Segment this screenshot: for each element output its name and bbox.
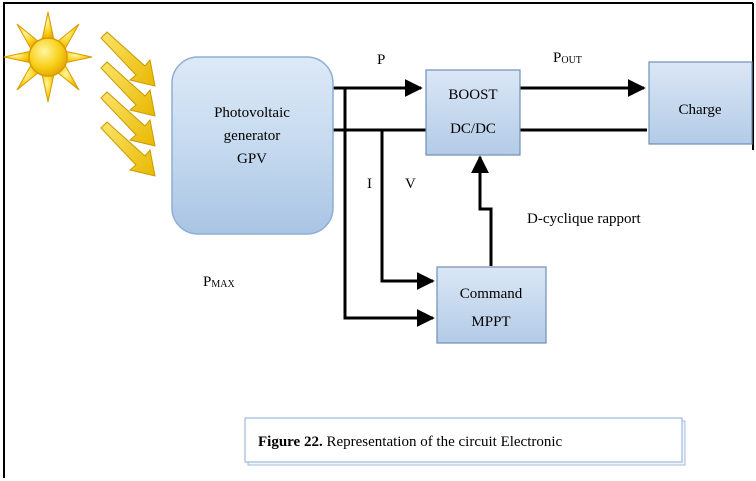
page-frame [3, 2, 754, 478]
duty-cycle-line [471, 155, 493, 266]
wiring [333, 79, 647, 327]
pv-generator-label-3: GPV [237, 151, 267, 167]
current-sense-line [343, 88, 435, 327]
boost-label-1: BOOST [448, 87, 497, 103]
figure-caption: Figure 22. Representation of the circuit… [244, 417, 686, 466]
signal-i-label: I [367, 176, 372, 192]
mppt-command-block: Command MPPT [436, 266, 547, 344]
duty-cycle-label: D-cyclique rapport [527, 211, 642, 227]
boost-label-2: DC/DC [450, 121, 496, 137]
voltage-sense-line [380, 130, 435, 290]
charge-label: Charge [678, 102, 721, 118]
sun-icon [3, 11, 93, 103]
pv-generator-block: Photovoltaic generator GPV [171, 56, 334, 235]
charge-block: Charge [648, 61, 753, 145]
mppt-label-2: MPPT [471, 314, 510, 330]
figure-caption-text: Figure 22. Representation of the circuit… [258, 434, 563, 450]
pv-generator-label-2: generator [224, 128, 281, 144]
pmax-label: PMAX [203, 274, 235, 290]
sunlight-rays-icon [100, 31, 156, 177]
boost-converter-block: BOOST DC/DC [425, 69, 521, 156]
signal-p-label: P [377, 52, 385, 68]
signal-pout-label: POUT [553, 50, 582, 66]
pv-generator-label-1: Photovoltaic [214, 105, 290, 121]
mppt-label-1: Command [460, 286, 523, 302]
signal-v-label: V [405, 176, 416, 192]
